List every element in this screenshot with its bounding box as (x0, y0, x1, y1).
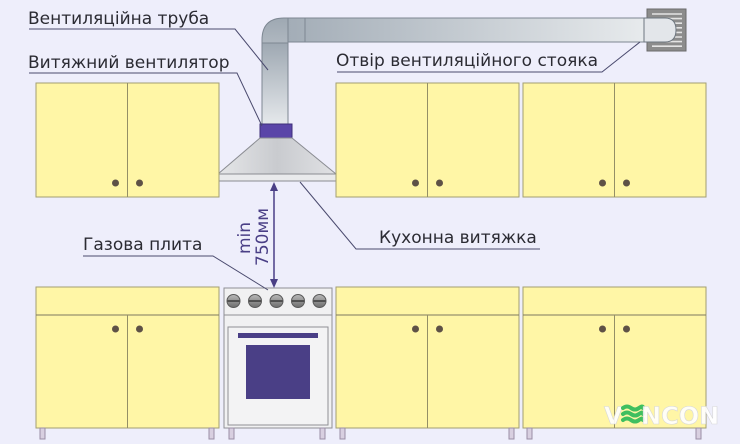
vencon-logo: V NCON (604, 402, 720, 431)
door-handle (112, 179, 119, 187)
burner-knob-icon (312, 294, 327, 308)
vent-grille (643, 8, 687, 52)
door-handle (599, 179, 606, 187)
door-handle (136, 325, 143, 333)
door-handle (599, 325, 606, 333)
door-handle (623, 325, 630, 333)
label-vent-opening: Отвір вентиляційного стояка (336, 51, 598, 71)
base-cabinet-right (522, 286, 707, 440)
wall-cabinet-left (35, 82, 220, 198)
door-handle (623, 179, 630, 187)
logo-text-left: V (604, 402, 623, 430)
door-handle (136, 179, 143, 187)
burner-knob-icon (269, 294, 284, 308)
cabinet-leg (695, 427, 702, 440)
label-kitchen-hood: Кухонна витяжка (379, 228, 537, 248)
burner-knob-icon (291, 294, 305, 308)
cabinet-leg (339, 427, 346, 440)
door-handle (436, 179, 443, 187)
burner-knob-icon (226, 294, 241, 308)
wall-cabinet-right (522, 82, 707, 198)
door-handle (412, 179, 419, 187)
wall-cabinet-center (335, 82, 520, 198)
door-handle (412, 325, 419, 333)
kitchen-hood (216, 137, 338, 182)
base-cabinet-center (335, 286, 520, 440)
leader-lines (29, 28, 641, 291)
cabinet-leg (39, 427, 46, 440)
cabinet-leg (508, 427, 515, 440)
burner-knob-icon (248, 294, 262, 308)
oven-window (246, 345, 310, 399)
base-cabinet-left (35, 286, 220, 440)
label-vent-pipe: Вентиляційна труба (28, 9, 209, 29)
wave-lines-icon (621, 404, 645, 424)
exhaust-fan (259, 123, 293, 139)
gas-stove (223, 287, 333, 440)
door-handle (436, 325, 443, 333)
logo-text-right: NCON (641, 402, 719, 430)
label-gas-stove: Газова плита (83, 235, 202, 255)
door-handle (112, 325, 119, 333)
oven-handle (238, 333, 318, 338)
dimension-arrow: min 750мм (235, 182, 278, 288)
cabinet-leg (208, 427, 215, 440)
cabinet-leg (526, 427, 533, 440)
label-exhaust-fan: Витяжний вентилятор (28, 53, 230, 73)
dimension-prefix: min (235, 222, 255, 254)
dimension-value: 750мм (253, 208, 273, 266)
